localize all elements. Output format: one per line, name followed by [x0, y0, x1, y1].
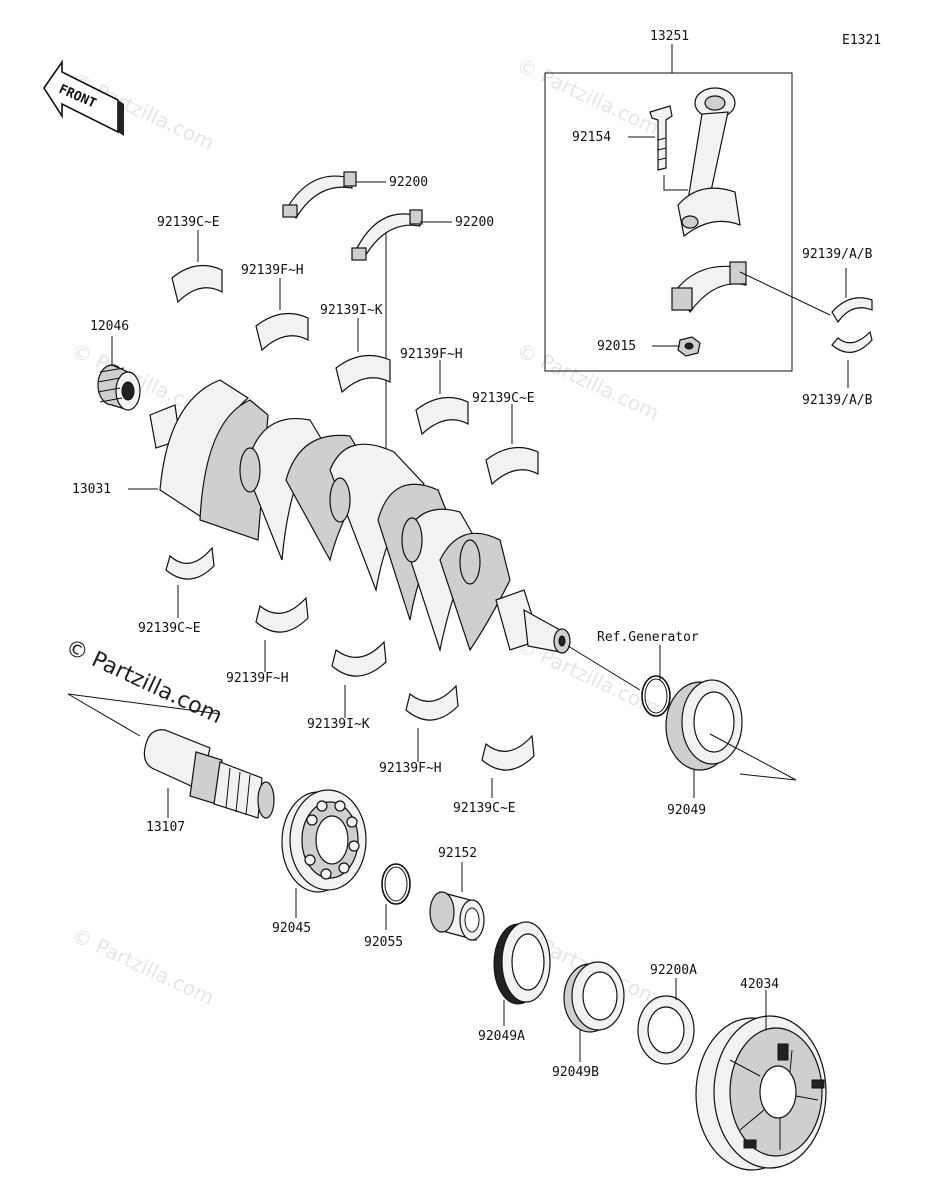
o-ring	[641, 675, 671, 717]
connecting-rod-assembly: 13251 92154	[544, 29, 831, 372]
callout-92154: 92154	[572, 130, 611, 145]
callout-92049a: 92049A	[478, 1029, 525, 1044]
watermark-text: © Partzilla.com	[513, 53, 663, 140]
callout-92139ab-top: 92139/A/B	[802, 247, 873, 262]
callout-92139ce-4: 92139C~E	[453, 801, 516, 816]
washer	[637, 995, 695, 1065]
main-bearing-lower-3	[331, 640, 387, 677]
collar	[429, 891, 485, 941]
watermark-main: © Partzilla.com	[61, 635, 225, 729]
rod-bearing-upper	[831, 268, 873, 324]
generator-shaft	[143, 729, 275, 819]
rod-nut	[677, 336, 701, 357]
snap-ring	[381, 863, 411, 905]
oil-seal-a	[493, 921, 551, 1005]
callout-92139ce-1: 92139C~E	[157, 215, 220, 230]
watermark-text: © Partzilla.com	[513, 338, 663, 425]
watermark-text: © Partzilla.com	[68, 923, 218, 1010]
callout-92045: 92045	[272, 921, 311, 936]
callout-92139ce-3: 92139C~E	[138, 621, 201, 636]
main-bearing-upper-3	[335, 354, 391, 394]
callout-92055: 92055	[364, 935, 403, 950]
callout-92200-b: 92200	[455, 215, 494, 230]
callout-92139ce-2: 92139C~E	[472, 391, 535, 406]
callout-92139ab-bot: 92139/A/B	[802, 393, 873, 408]
rod-bearing-lower	[831, 330, 873, 388]
crankshaft-gear	[97, 364, 141, 411]
callout-42034: 42034	[740, 977, 779, 992]
callout-92139ik-2: 92139I~K	[307, 717, 370, 732]
callout-92139fh-1: 92139F~H	[241, 263, 304, 278]
main-bearing-lower-1	[165, 546, 215, 580]
ref-generator-label: Ref.Generator	[597, 630, 699, 645]
callout-92200-a: 92200	[389, 175, 428, 190]
callout-92200a: 92200A	[650, 963, 697, 978]
oil-seal	[665, 679, 743, 771]
main-bearing-upper-5	[485, 446, 539, 486]
callout-92049: 92049	[667, 803, 706, 818]
main-bearing-upper-1	[171, 264, 223, 304]
callout-92049b: 92049B	[552, 1065, 599, 1080]
ball-bearing	[281, 789, 367, 893]
main-bearing-lower-4	[405, 684, 459, 721]
crankshaft	[149, 379, 571, 654]
diagram-code: E1321	[842, 33, 881, 48]
callout-92015: 92015	[597, 339, 636, 354]
thrust-washer-lower	[351, 209, 423, 261]
oil-seal-b	[563, 961, 625, 1033]
callout-13031: 13031	[72, 482, 111, 497]
thrust-washer-upper	[282, 171, 357, 219]
main-bearing-lower-2	[255, 596, 309, 633]
callout-92139fh-2: 92139F~H	[400, 347, 463, 362]
callout-12046: 12046	[90, 319, 129, 334]
callout-92139fh-3: 92139F~H	[226, 671, 289, 686]
starter-clutch-gear	[695, 1015, 827, 1171]
main-bearing-upper-2	[255, 312, 309, 352]
callout-92152: 92152	[438, 846, 477, 861]
callout-92139fh-4: 92139F~H	[379, 761, 442, 776]
connecting-rod-cap	[671, 261, 747, 314]
callout-92139ik-1: 92139I~K	[320, 303, 383, 318]
connecting-rod	[663, 87, 741, 238]
rod-bolt	[649, 105, 673, 171]
main-bearing-upper-4	[415, 396, 469, 436]
callout-13251: 13251	[650, 29, 689, 44]
callout-13107: 13107	[146, 820, 185, 835]
main-bearing-lower-5	[481, 734, 535, 771]
